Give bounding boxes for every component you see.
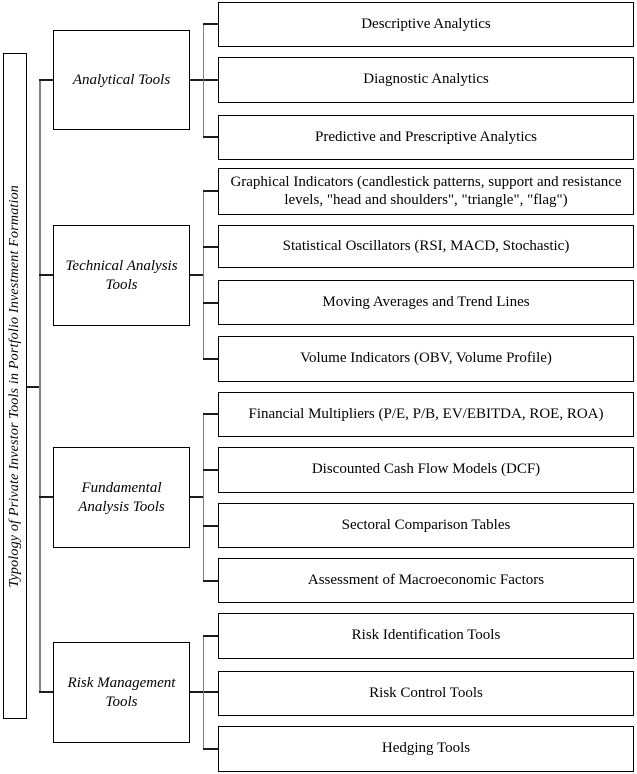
connector-branch-rail — [202, 24, 204, 137]
leaf-node-graphical-indicators: Graphical Indicators (candlestick patter… — [218, 168, 634, 215]
leaf-label: Statistical Oscillators (RSI, MACD, Stoc… — [282, 237, 570, 254]
category-label: Risk Management Tools — [67, 674, 176, 710]
connector-branch-main — [190, 79, 218, 81]
category-node-analytical-tools: Analytical Tools — [53, 30, 190, 130]
connector-category-stub — [39, 691, 53, 693]
leaf-label: Graphical Indicators (candlestick patter… — [230, 173, 622, 208]
leaf-node-diagnostic-analytics: Diagnostic Analytics — [218, 57, 634, 103]
connector-branch-main — [190, 496, 204, 498]
category-label: Fundamental Analysis Tools — [78, 479, 165, 515]
category-node-risk-management-tools: Risk Management Tools — [53, 642, 190, 743]
leaf-label: Volume Indicators (OBV, Volume Profile) — [300, 350, 552, 367]
connector-root-stub — [27, 386, 39, 388]
leaf-node-risk-identification-tools: Risk Identification Tools — [218, 613, 634, 659]
connector-branch-rail — [202, 414, 204, 581]
leaf-label: Diagnostic Analytics — [363, 71, 489, 88]
leaf-label: Moving Averages and Trend Lines — [322, 293, 530, 310]
root-node: Typology of Private Investor Tools in Po… — [3, 53, 27, 719]
leaf-label: Risk Identification Tools — [351, 627, 501, 644]
connector-leaf-stub — [203, 136, 218, 138]
connector-leaf-stub — [203, 302, 218, 304]
connector-leaf-stub — [203, 580, 218, 582]
connector-leaf-stub — [203, 748, 218, 750]
connector-branch-rail — [202, 191, 204, 359]
connector-branch-main — [190, 691, 218, 693]
leaf-node-macroeconomic-factors: Assessment of Macroeconomic Factors — [218, 558, 634, 603]
category-node-technical-analysis-tools: Technical Analysis Tools — [53, 225, 190, 326]
connector-leaf-stub — [203, 469, 218, 471]
leaf-label: Risk Control Tools — [369, 684, 483, 701]
leaf-label: Hedging Tools — [381, 740, 471, 757]
leaf-label: Assessment of Macroeconomic Factors — [307, 571, 545, 588]
leaf-node-discounted-cash-flow-models: Discounted Cash Flow Models (DCF) — [218, 447, 634, 493]
connector-branch-main — [190, 274, 204, 276]
leaf-node-volume-indicators: Volume Indicators (OBV, Volume Profile) — [218, 336, 634, 382]
connector-branch-rail — [202, 636, 204, 749]
leaf-node-moving-averages-trend-lines: Moving Averages and Trend Lines — [218, 280, 634, 325]
connector-leaf-stub — [203, 246, 218, 248]
category-label: Analytical Tools — [72, 71, 171, 88]
connector-category-stub — [39, 79, 53, 81]
leaf-label: Descriptive Analytics — [361, 15, 491, 32]
connector-leaf-stub — [203, 525, 218, 527]
category-node-fundamental-analysis-tools: Fundamental Analysis Tools — [53, 447, 190, 548]
connector-leaf-stub — [203, 358, 218, 360]
leaf-node-risk-control-tools: Risk Control Tools — [218, 671, 634, 716]
diagram-title: Typology of Private Investor Tools in Po… — [7, 184, 22, 588]
connector-leaf-stub — [203, 23, 218, 25]
leaf-label: Financial Multipliers (P/E, P/B, EV/EBIT… — [248, 405, 604, 422]
leaf-label: Sectoral Comparison Tables — [341, 516, 511, 533]
connector-leaf-stub — [203, 413, 218, 415]
leaf-label: Predictive and Prescriptive Analytics — [314, 128, 538, 145]
connector-leaf-stub — [203, 635, 218, 637]
leaf-node-descriptive-analytics: Descriptive Analytics — [218, 2, 634, 47]
leaf-node-sectoral-comparison-tables: Sectoral Comparison Tables — [218, 503, 634, 548]
leaf-label: Discounted Cash Flow Models (DCF) — [311, 461, 541, 478]
connector-trunk — [39, 80, 41, 692]
leaf-node-financial-multipliers: Financial Multipliers (P/E, P/B, EV/EBIT… — [218, 392, 634, 437]
connector-category-stub — [39, 274, 53, 276]
category-label: Technical Analysis Tools — [65, 257, 178, 293]
connector-leaf-stub — [203, 190, 218, 192]
leaf-node-hedging-tools: Hedging Tools — [218, 726, 634, 772]
leaf-node-predictive-prescriptive-analytics: Predictive and Prescriptive Analytics — [218, 115, 634, 160]
connector-category-stub — [39, 496, 53, 498]
leaf-node-statistical-oscillators: Statistical Oscillators (RSI, MACD, Stoc… — [218, 225, 634, 268]
